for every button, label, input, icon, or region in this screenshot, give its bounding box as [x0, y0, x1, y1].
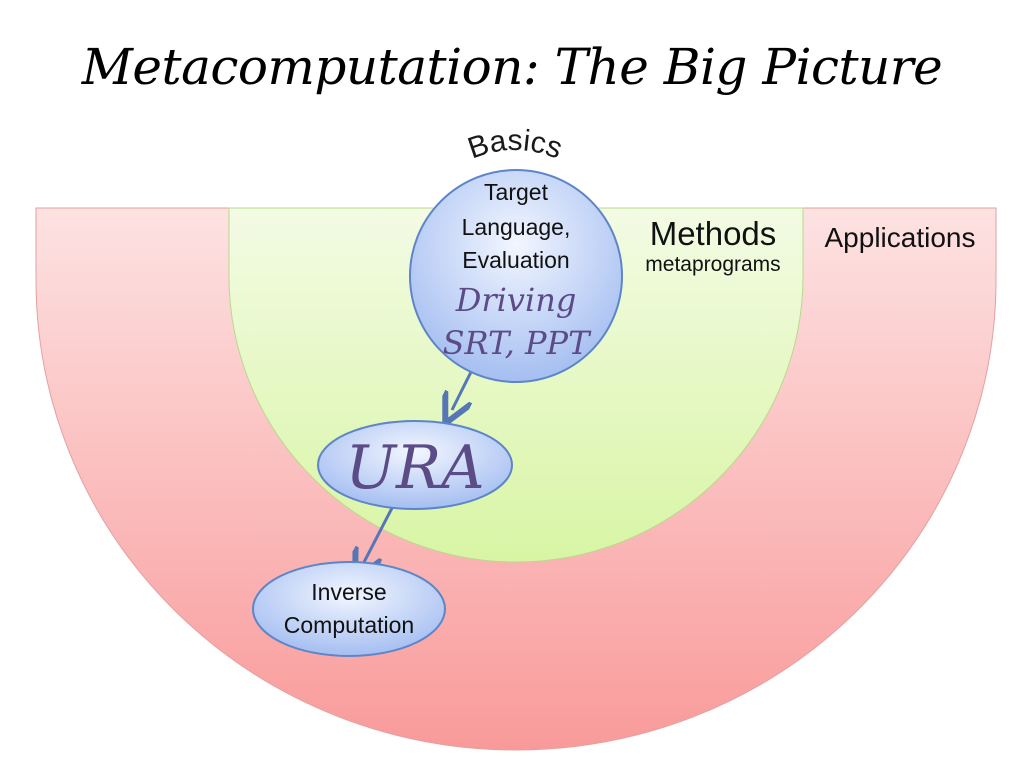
basics-node: Target Language, Evaluation Driving SRT,…	[409, 169, 623, 383]
ura-node: URA	[317, 420, 513, 510]
basics-line-3: Evaluation	[462, 247, 569, 273]
slide-title: Metacomputation: The Big Picture	[81, 38, 943, 96]
metaprograms-label: metaprograms	[645, 253, 780, 276]
inverse-line-2: Computation	[284, 612, 414, 638]
applications-label: Applications	[825, 222, 976, 253]
arrow-ura-to-inverse	[362, 507, 394, 566]
inverse-line-1: Inverse	[311, 579, 386, 605]
basics-label: Basics	[464, 124, 567, 166]
ura-label: URA	[345, 433, 484, 503]
basics-emphasis-1: Driving	[455, 281, 577, 319]
methods-label: Methods	[650, 215, 777, 252]
basics-emphasis-2: SRT, PPT	[443, 324, 593, 362]
basics-line-2: Language,	[462, 214, 571, 240]
inverse-node: Inverse Computation	[252, 561, 446, 657]
arrow-basics-to-ura	[452, 369, 474, 410]
basics-line-1: Target	[484, 179, 549, 205]
